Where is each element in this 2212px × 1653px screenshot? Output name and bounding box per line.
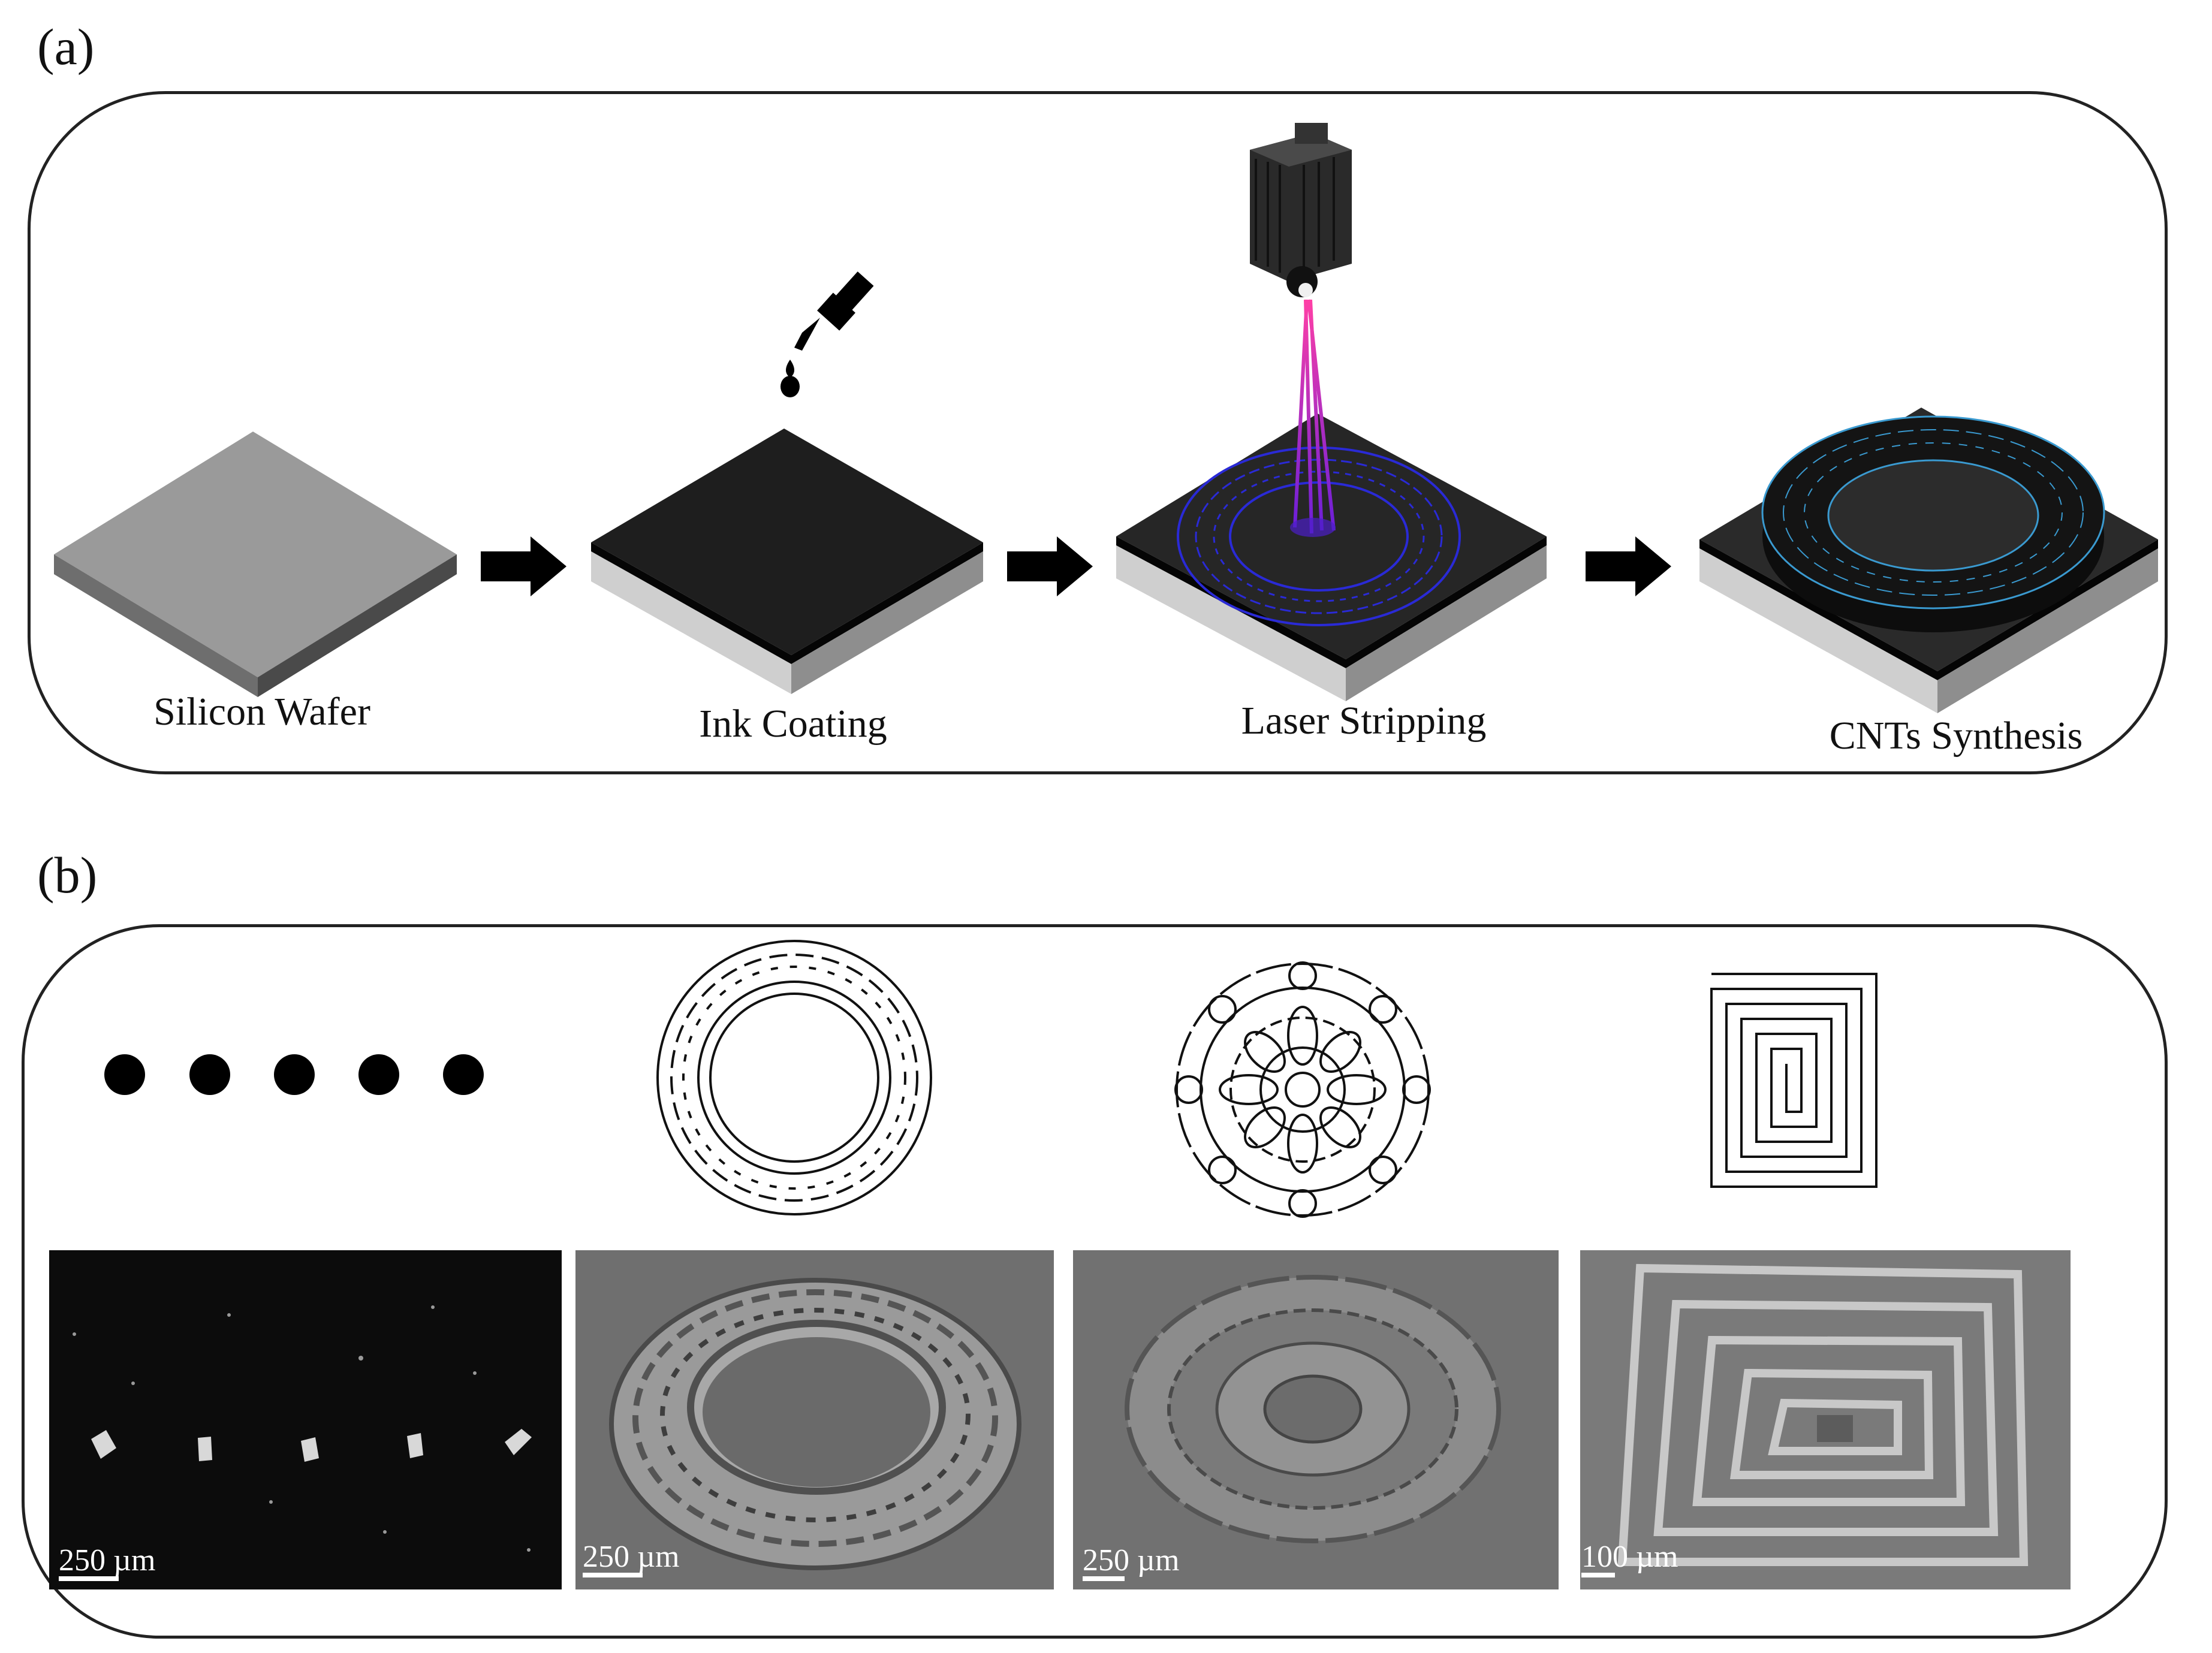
scale-bar-spiral (1581, 1573, 1615, 1577)
scale-bar-greek-ring (583, 1573, 643, 1577)
panel-a-frame (28, 91, 2168, 774)
greek-key-ring-pattern (656, 940, 932, 1215)
laser-icon (1250, 123, 1352, 537)
sem-image-mandala: 250 µm (1073, 1250, 1559, 1589)
dropper-icon (780, 271, 874, 397)
panel-b-frame (22, 924, 2168, 1639)
panel-a-label: (a) (37, 18, 95, 76)
mandala-pattern (1174, 961, 1431, 1218)
arrow-right-icon (1007, 536, 1093, 596)
sem-image-spiral: 100 µm (1580, 1250, 2071, 1589)
step-label-cnts-synthesis: CNTs Synthesis (1829, 714, 2083, 758)
sem-image-dots: 250 µm (49, 1250, 562, 1589)
step-label-ink-coating: Ink Coating (699, 702, 887, 746)
panel-b-label: (b) (37, 846, 98, 904)
scale-bar-dots (59, 1576, 119, 1581)
step-label-laser-stripping: Laser Stripping (1241, 699, 1487, 743)
scale-label-greek-ring: 250 µm (583, 1540, 680, 1574)
scale-label-dots: 250 µm (59, 1543, 156, 1577)
sem-image-greek-ring: 250 µm (575, 1250, 1054, 1589)
scale-bar-mandala (1083, 1576, 1125, 1581)
arrow-right-icon (481, 536, 566, 596)
scale-label-spiral: 100 µm (1581, 1540, 1678, 1574)
dots-pattern (104, 1054, 484, 1095)
arrow-right-icon (1586, 536, 1671, 596)
step-label-silicon-wafer: Silicon Wafer (153, 690, 370, 734)
scale-label-mandala: 250 µm (1083, 1543, 1180, 1577)
square-spiral-pattern (1710, 973, 1878, 1188)
laser-wafer-icon (1116, 414, 1547, 701)
coated-wafer-icon (591, 429, 983, 694)
cnt-ring-icon (1761, 415, 2105, 632)
wafer-icon (54, 432, 457, 697)
